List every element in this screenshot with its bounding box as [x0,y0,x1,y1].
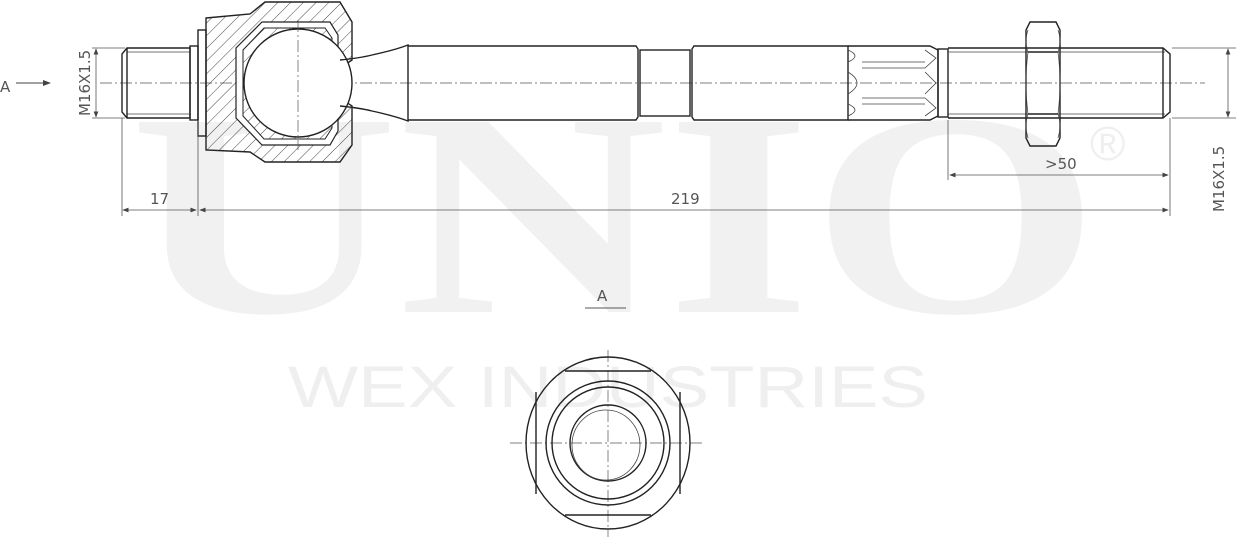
ball-joint-housing [205,1,409,163]
section-view-label: A [597,287,608,305]
dim-right-thread-length: >50 [1045,155,1077,173]
jam-nut [1025,21,1061,147]
dimensions: M16X1.5 17 219 >50 M16X1.5 [76,47,1236,216]
tie-rod-shaft [408,45,949,121]
view-arrow-label: A [0,78,11,96]
dim-left-thread: M16X1.5 [76,50,94,116]
dim-overall-length: 219 [671,190,700,208]
left-threaded-stud [121,29,207,137]
view-arrow: A [0,78,51,96]
registered-mark: ® [1090,118,1125,171]
dim-right-thread: M16X1.5 [1210,146,1228,212]
dim-left-thread-length: 17 [150,190,169,208]
section-view-a: A [510,287,705,537]
